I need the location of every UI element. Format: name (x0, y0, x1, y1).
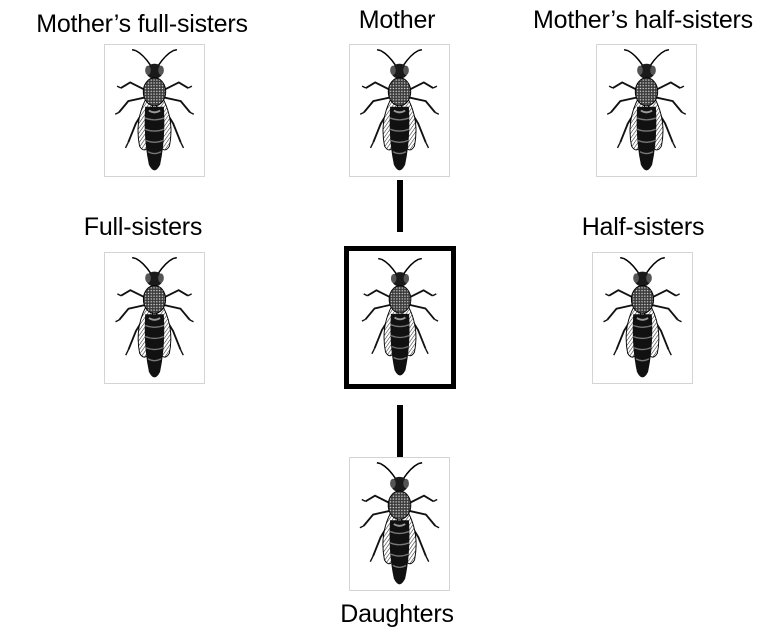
bee-card-mothers-full-sisters (104, 44, 205, 177)
label-mothers-half-sisters: Mother’s half-sisters (533, 5, 753, 35)
label-mother: Mother (359, 5, 436, 35)
honeybee-queen-icon (105, 253, 204, 383)
bee-card-half-sisters (592, 252, 693, 384)
label-daughters: Daughters (340, 599, 454, 629)
label-half-sisters: Half-sisters (582, 212, 705, 242)
honeybee-queen-icon (352, 254, 448, 381)
honeybee-queen-icon (105, 45, 204, 176)
connector-mother-to-focal (397, 180, 403, 232)
honeybee-queen-icon (350, 458, 449, 590)
bee-card-daughters (349, 457, 450, 591)
label-full-sisters: Full-sisters (84, 212, 202, 242)
honeybee-queen-icon (350, 45, 449, 176)
honeybee-queen-icon (593, 253, 692, 383)
honeybee-queen-icon (597, 45, 696, 176)
connector-focal-to-daughters (397, 405, 403, 459)
bee-card-mother (349, 44, 450, 177)
bee-card-full-sisters (104, 252, 205, 384)
bee-card-focal (352, 254, 448, 381)
label-mothers-full-sisters: Mother’s full-sisters (36, 9, 248, 39)
bee-card-mothers-half-sisters (596, 44, 697, 177)
